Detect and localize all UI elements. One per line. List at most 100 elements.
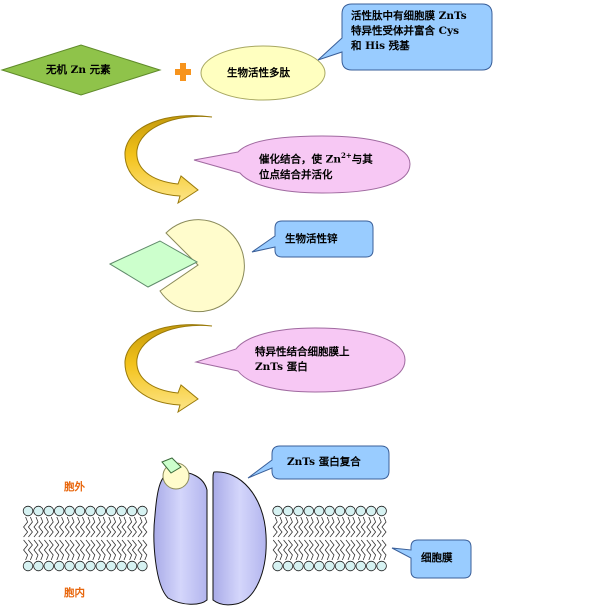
- lipid-head: [293, 505, 304, 517]
- lipid-tail: [308, 516, 314, 538]
- lipid-bilayer: [22, 505, 387, 572]
- lipid-tail: [100, 539, 106, 561]
- curved-arrow-2: [124, 324, 213, 414]
- lipid-head: [33, 560, 44, 572]
- lipid-head: [366, 505, 377, 517]
- lipid-tail: [308, 539, 314, 561]
- lipid-tail: [69, 516, 75, 538]
- lipid-tail: [287, 539, 293, 561]
- lipid-tail: [54, 516, 60, 538]
- lipid-tail: [298, 539, 304, 561]
- peptide-ellipse: [200, 45, 326, 101]
- lipid-head: [376, 505, 387, 517]
- lipid-tail: [64, 516, 70, 538]
- lipid-head: [303, 560, 315, 572]
- inorganic-zinc-diamond: [0, 44, 162, 96]
- lipid-tail: [366, 516, 372, 538]
- lipid-head: [85, 560, 96, 572]
- lipid-tail: [277, 539, 283, 561]
- bioactive-zinc-callout-bubble: [251, 220, 374, 258]
- lipid-tail: [90, 539, 96, 561]
- lipid-tail: [27, 539, 33, 561]
- lipid-tail: [95, 516, 101, 538]
- lipid-tail: [111, 539, 117, 561]
- lipid-head: [376, 560, 387, 572]
- lipid-tail: [345, 539, 351, 561]
- lipid-tail: [75, 539, 81, 561]
- lipid-head: [334, 505, 346, 517]
- lipid-tail: [335, 516, 341, 538]
- lipid-tail: [131, 539, 137, 561]
- lipid-tail: [142, 539, 148, 561]
- peptide-callout-text: 活性肽中有细胞膜 ZnTs 特异性受体并富含 Cys 和 His 残基: [351, 10, 467, 52]
- lipid-tail: [85, 539, 91, 561]
- extracellular-label: 胞外: [64, 481, 85, 493]
- catalysis-callout-bubble: [193, 135, 411, 194]
- znts-complex-label: ZnTs 蛋白复合: [287, 456, 361, 468]
- lipid-tail: [339, 516, 345, 538]
- lipid-head: [334, 560, 346, 572]
- lipid-tail: [116, 539, 122, 561]
- lipid-tail: [64, 539, 70, 561]
- lipid-head: [314, 560, 325, 572]
- lipid-tail: [27, 516, 33, 538]
- lipid-tail: [106, 516, 112, 538]
- lipid-tail: [376, 516, 382, 538]
- zinc-ion-diamond: [108, 240, 199, 288]
- lipid-head: [126, 560, 138, 572]
- lipid-head: [105, 560, 117, 572]
- lipid-tail: [111, 516, 117, 538]
- lipid-head: [22, 505, 34, 517]
- lipid-tail: [137, 539, 143, 561]
- lipid-tail: [319, 539, 325, 561]
- lipid-tail: [79, 516, 85, 538]
- lipid-tail: [33, 539, 39, 561]
- lipid-tail: [100, 516, 106, 538]
- lipid-head: [366, 560, 377, 572]
- lipid-tail: [345, 516, 351, 538]
- lipid-tail: [23, 539, 29, 561]
- lipid-head: [345, 560, 356, 572]
- lipid-head: [126, 505, 138, 517]
- lipid-tail: [131, 516, 137, 538]
- lipid-head: [43, 560, 55, 572]
- lipid-tail: [95, 539, 101, 561]
- lipid-tail: [355, 516, 361, 538]
- lipid-tail: [272, 516, 278, 538]
- binding-callout-bubble: [194, 327, 406, 393]
- lipid-tail: [90, 516, 96, 538]
- lipid-tail: [59, 516, 65, 538]
- lipid-tail: [23, 516, 29, 538]
- lipid-head: [303, 505, 315, 517]
- lipid-head: [137, 505, 148, 517]
- cell-membrane-label: 细胞膜: [421, 552, 453, 564]
- lipid-head: [324, 560, 335, 572]
- lipid-tail: [33, 516, 39, 538]
- lipid-tail: [43, 516, 49, 538]
- lipid-tail: [293, 539, 299, 561]
- lipid-tail: [381, 539, 387, 561]
- lipid-head: [64, 505, 75, 517]
- lipid-tail: [59, 539, 65, 561]
- lipid-head: [282, 505, 294, 517]
- lipid-head: [116, 560, 127, 572]
- lipid-tail: [324, 516, 330, 538]
- lipid-tail: [75, 516, 81, 538]
- lipid-tail: [85, 516, 91, 538]
- lipid-tail: [376, 539, 382, 561]
- lipid-tail: [339, 539, 345, 561]
- lipid-head: [33, 505, 44, 517]
- lipid-tail: [329, 516, 335, 538]
- lipid-tail: [283, 539, 289, 561]
- bioactive-peptide-label: 生物活性多肽: [227, 67, 290, 79]
- lipid-head: [95, 505, 107, 517]
- lipid-tail: [43, 539, 49, 561]
- lipid-tail: [277, 516, 283, 538]
- lipid-tail: [283, 516, 289, 538]
- lipid-tail: [127, 539, 133, 561]
- lipid-tail: [303, 516, 309, 538]
- lipid-tail: [303, 539, 309, 561]
- lipid-tail: [360, 516, 366, 538]
- lipid-tail: [48, 539, 54, 561]
